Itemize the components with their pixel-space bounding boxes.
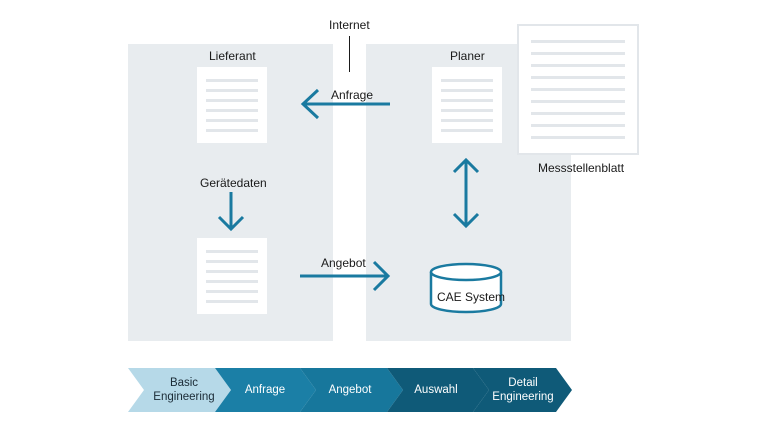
step-auswahl-label: Auswahl	[393, 368, 479, 412]
cae-system-label: CAE System	[437, 290, 506, 304]
process-chevrons	[128, 368, 572, 412]
internet-label: Internet	[329, 18, 370, 32]
supplier-offer-document	[197, 238, 267, 314]
planner-document	[432, 67, 502, 143]
step-detail-engineering-label: Detail Engineering	[480, 368, 566, 412]
geraetedaten-label: Gerätedaten	[200, 176, 267, 190]
chevron-anfrage	[215, 368, 316, 412]
step-basic-engineering-label: Basic Engineering	[138, 368, 230, 412]
cae-system-cylinder	[429, 262, 503, 314]
anfrage-label: Anfrage	[331, 88, 374, 102]
messstellenblatt-document	[517, 24, 639, 155]
step-angebot-label: Angebot	[306, 368, 394, 412]
supplier-request-document	[197, 67, 267, 143]
step-anfrage-label: Anfrage	[222, 368, 308, 412]
messstellenblatt-label: Messstellenblatt	[538, 161, 625, 175]
chevron-auswahl	[387, 368, 489, 412]
lieferant-label: Lieferant	[209, 49, 256, 63]
angebot-label: Angebot	[321, 256, 366, 270]
step-angebot-text: Angebot	[328, 384, 372, 396]
step-auswahl-text: Auswahl	[414, 384, 458, 396]
planer-label: Planer	[450, 49, 485, 63]
step-basic-engineering-line1: Basic	[169, 377, 199, 389]
step-anfrage-text: Anfrage	[244, 384, 286, 396]
angebot-arrow	[300, 260, 391, 292]
chevron-angebot	[300, 368, 403, 412]
step-detail-engineering-line2: Engineering	[492, 391, 554, 403]
step-basic-engineering-line2: Engineering	[153, 391, 215, 403]
step-detail-engineering-line1: Detail	[508, 377, 538, 389]
chevron-detail-engineering	[473, 368, 572, 412]
anfrage-arrow	[300, 88, 390, 120]
geraetedaten-arrow	[217, 192, 245, 232]
chevron-basic-engineering	[128, 368, 231, 412]
planer-cae-arrow	[452, 157, 480, 229]
